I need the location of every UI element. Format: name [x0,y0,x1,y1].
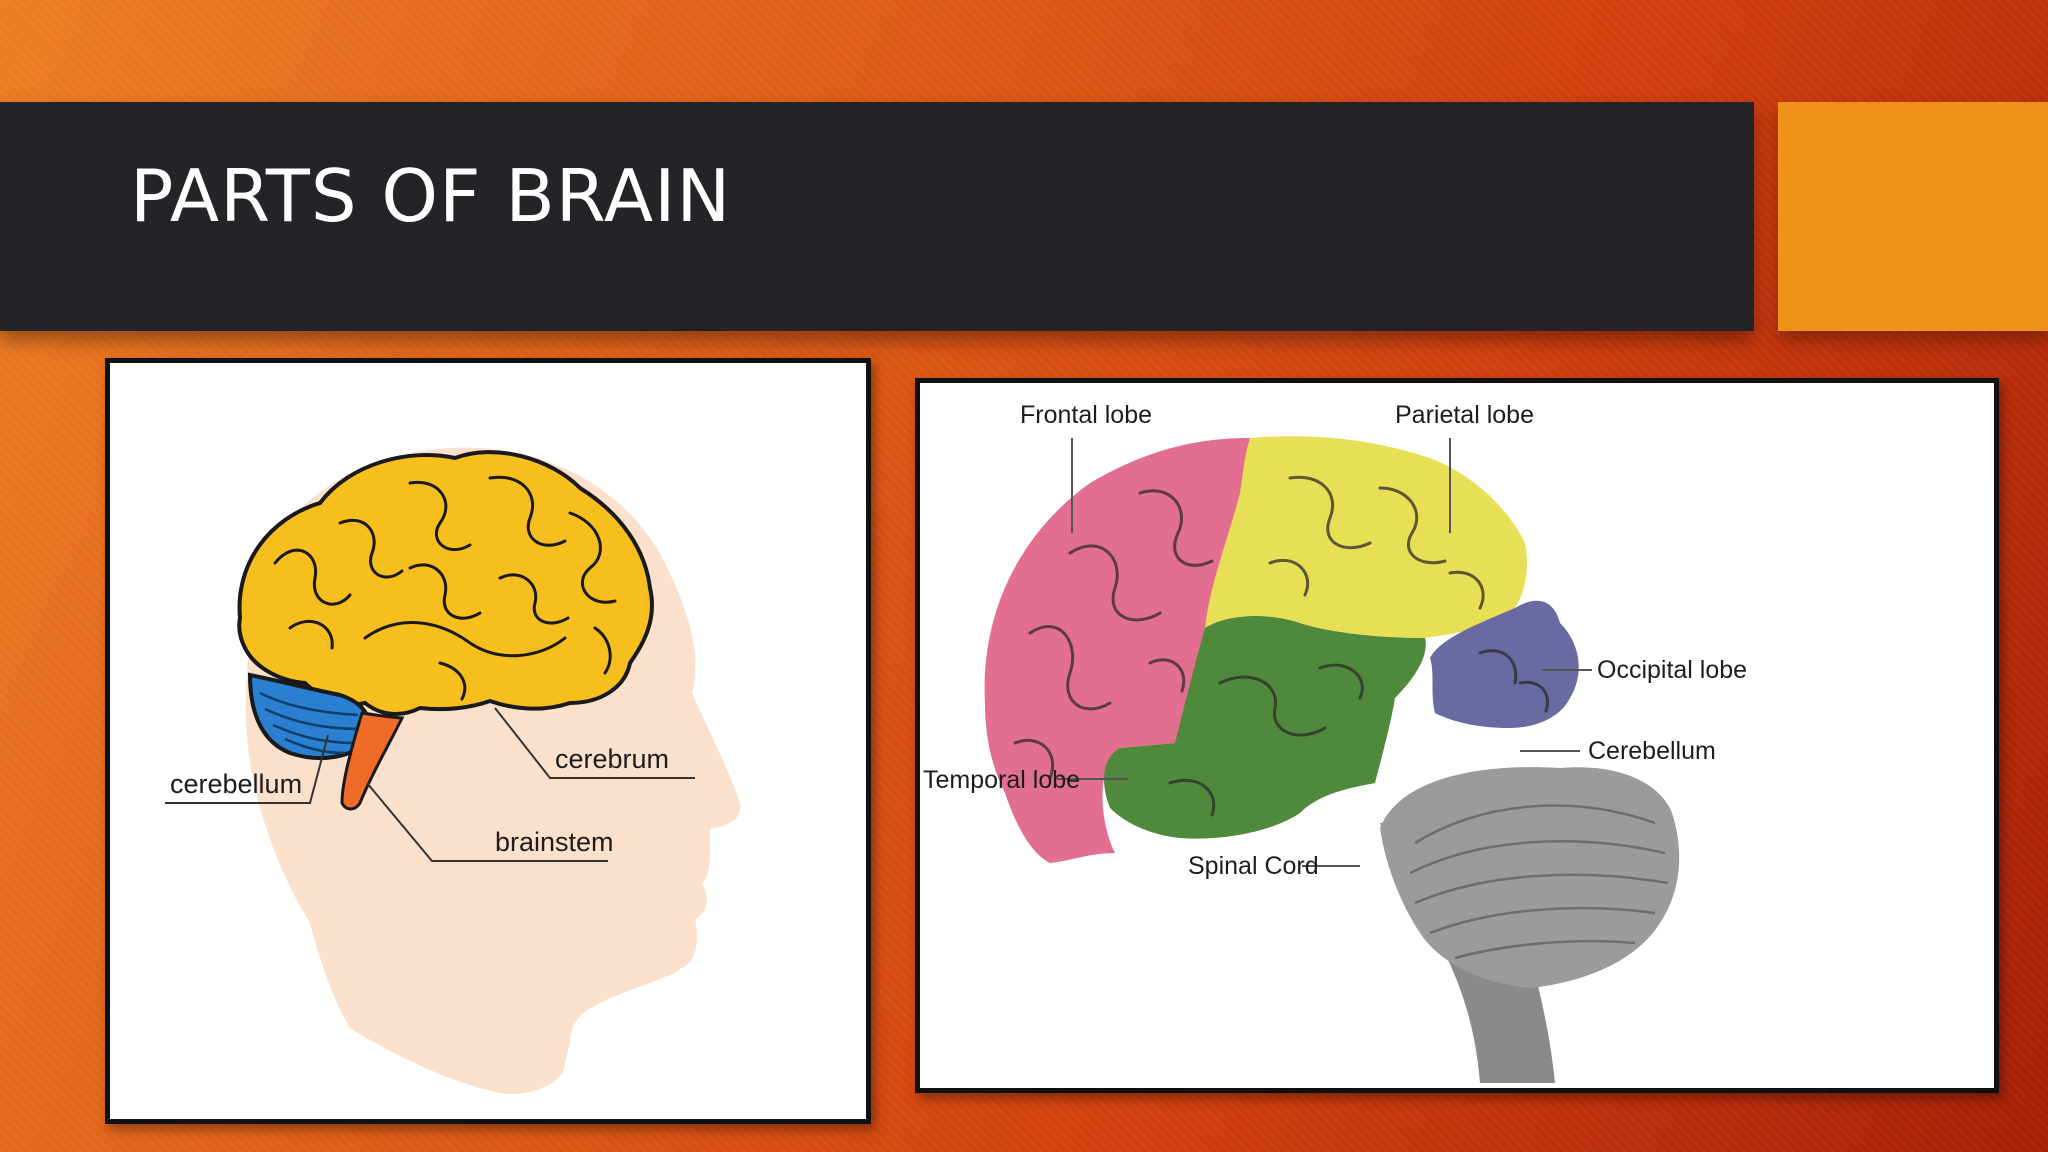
brain-lobes-illustration: Frontal lobe Parietal lobe Occipital lob… [923,401,1747,1083]
slide-title: PARTS OF BRAIN [130,154,732,238]
label-spinal-cord: Spinal Cord [1188,852,1319,880]
title-bar [0,102,1754,331]
cerebellum-folds [1409,804,1669,960]
label-cerebellum: cerebellum [170,769,302,799]
accent-box [1778,102,2048,331]
brain-sulci [1013,475,1549,817]
occipital-lobe-shape [1430,600,1579,728]
leader-lines [1057,438,1592,867]
head-brain-diagram: cerebrum cerebellum brainstem [105,358,871,1124]
parietal-lobe-shape [1205,436,1527,638]
cerebrum-folds [273,475,617,701]
label-cerebrum: cerebrum [555,744,669,774]
label-temporal-lobe: Temporal lobe [923,766,1080,794]
brain-lobes-diagram: Frontal lobe Parietal lobe Occipital lob… [915,378,1999,1093]
label-occipital-lobe: Occipital lobe [1597,656,1747,684]
brainstem-shape [340,711,405,811]
label-frontal-lobe: Frontal lobe [1020,401,1152,429]
label-parietal-lobe: Parietal lobe [1395,401,1534,429]
temporal-lobe-shape [1104,616,1426,839]
leader-lines [165,707,695,862]
head-brain-illustration: cerebrum cerebellum brainstem [165,447,741,1094]
label-cerebellum: Cerebellum [1588,737,1716,765]
cerebellum-folds [259,691,361,755]
label-brainstem: brainstem [495,827,614,857]
frontal-lobe-shape [984,438,1266,863]
